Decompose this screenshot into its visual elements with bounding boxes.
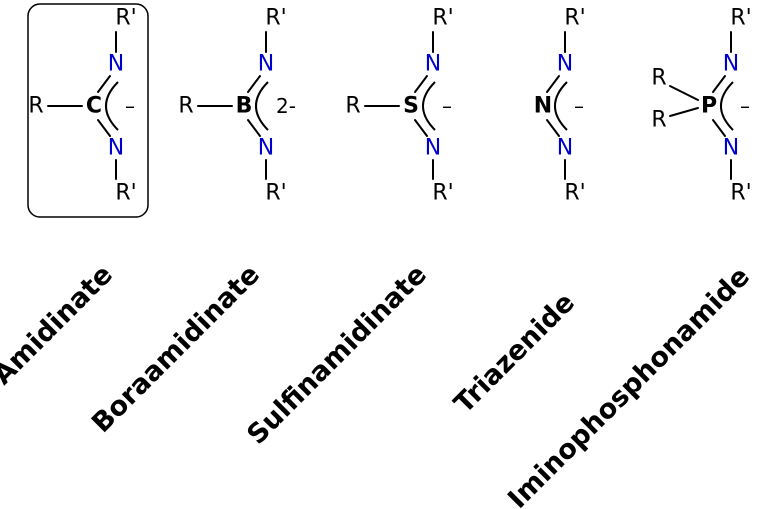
caption-sulfinamidinate: Sulfinamidinate xyxy=(241,259,433,451)
charge-label: – xyxy=(442,94,452,118)
bond-central-n-top xyxy=(414,75,428,93)
central-atom-b: B xyxy=(236,94,253,119)
nitrogen-top: N xyxy=(723,52,739,77)
r-prime-bottom: R' xyxy=(730,181,751,206)
r-prime-top: R' xyxy=(730,6,751,31)
central-atom-p: P xyxy=(701,94,717,119)
structure-iminophosphonamide: R' N N R' P– RR xyxy=(651,6,751,206)
bond-central-n-top xyxy=(247,75,261,93)
r-prime-top: R' xyxy=(432,6,453,31)
caption-triazenide: Triazenide xyxy=(448,287,581,420)
delocalization-arc xyxy=(105,81,119,131)
delocalization-arc xyxy=(720,81,734,131)
structure-boraamidinate: R' N N R' B 2- R xyxy=(178,6,296,206)
structure-triazenide: R'NNR'N– xyxy=(534,6,586,206)
r-prime-top: R' xyxy=(115,6,136,31)
bond-central-n-bottom xyxy=(712,119,726,137)
nitrogen-bottom: N xyxy=(557,136,573,161)
r-prime-bottom: R' xyxy=(432,181,453,206)
nitrogen-bottom: N xyxy=(723,136,739,161)
r-substituent-upper: R xyxy=(651,66,666,91)
highlight-box xyxy=(27,3,149,218)
structure-sulfinamidinate: R' N N R' S– R xyxy=(345,6,453,206)
nitrogen-top: N xyxy=(258,52,274,77)
caption-iminophosphonamide: Iminophosphonamide xyxy=(502,261,756,509)
r-prime-top: R' xyxy=(564,6,585,31)
bond-central-n-top xyxy=(546,75,560,93)
r-prime-bottom: R' xyxy=(265,181,286,206)
charge-label: – xyxy=(740,94,750,118)
nitrogen-bottom: N xyxy=(425,136,441,161)
delocalization-arc xyxy=(554,81,568,131)
r-substituent-lower: R xyxy=(651,108,666,133)
structure-amidinate: R' N N R' C– R xyxy=(27,3,149,218)
bond-r-lower-central xyxy=(669,107,699,117)
r-substituent: R xyxy=(345,94,360,119)
delocalization-arc xyxy=(422,81,436,131)
nitrogen-top: N xyxy=(557,52,573,77)
r-prime-bottom: R' xyxy=(115,181,136,206)
r-substituent: R xyxy=(178,94,193,119)
bond-central-n-bottom xyxy=(546,119,560,137)
caption-amidinate: Amidinate xyxy=(0,259,119,391)
nitrogen-bottom: N xyxy=(108,136,124,161)
central-atom-c: C xyxy=(86,94,102,119)
charge-label: 2- xyxy=(276,94,296,118)
nitrogen-top: N xyxy=(425,52,441,77)
bond-central-n-bottom xyxy=(247,119,261,137)
r-prime-bottom: R' xyxy=(564,181,585,206)
r-prime-top: R' xyxy=(265,6,286,31)
bond-r-upper-central xyxy=(669,85,699,101)
central-atom-s: S xyxy=(403,94,419,119)
r-substituent: R xyxy=(28,94,43,119)
charge-label: – xyxy=(125,94,135,118)
bond-central-n-top xyxy=(712,75,726,93)
bond-central-n-bottom xyxy=(97,119,111,137)
delocalization-arc xyxy=(255,81,269,131)
bond-central-n-top xyxy=(97,75,111,93)
charge-label: – xyxy=(574,94,584,118)
nitrogen-bottom: N xyxy=(258,136,274,161)
nitrogen-top: N xyxy=(108,52,124,77)
central-atom-n: N xyxy=(534,94,552,119)
bond-central-n-bottom xyxy=(414,119,428,137)
